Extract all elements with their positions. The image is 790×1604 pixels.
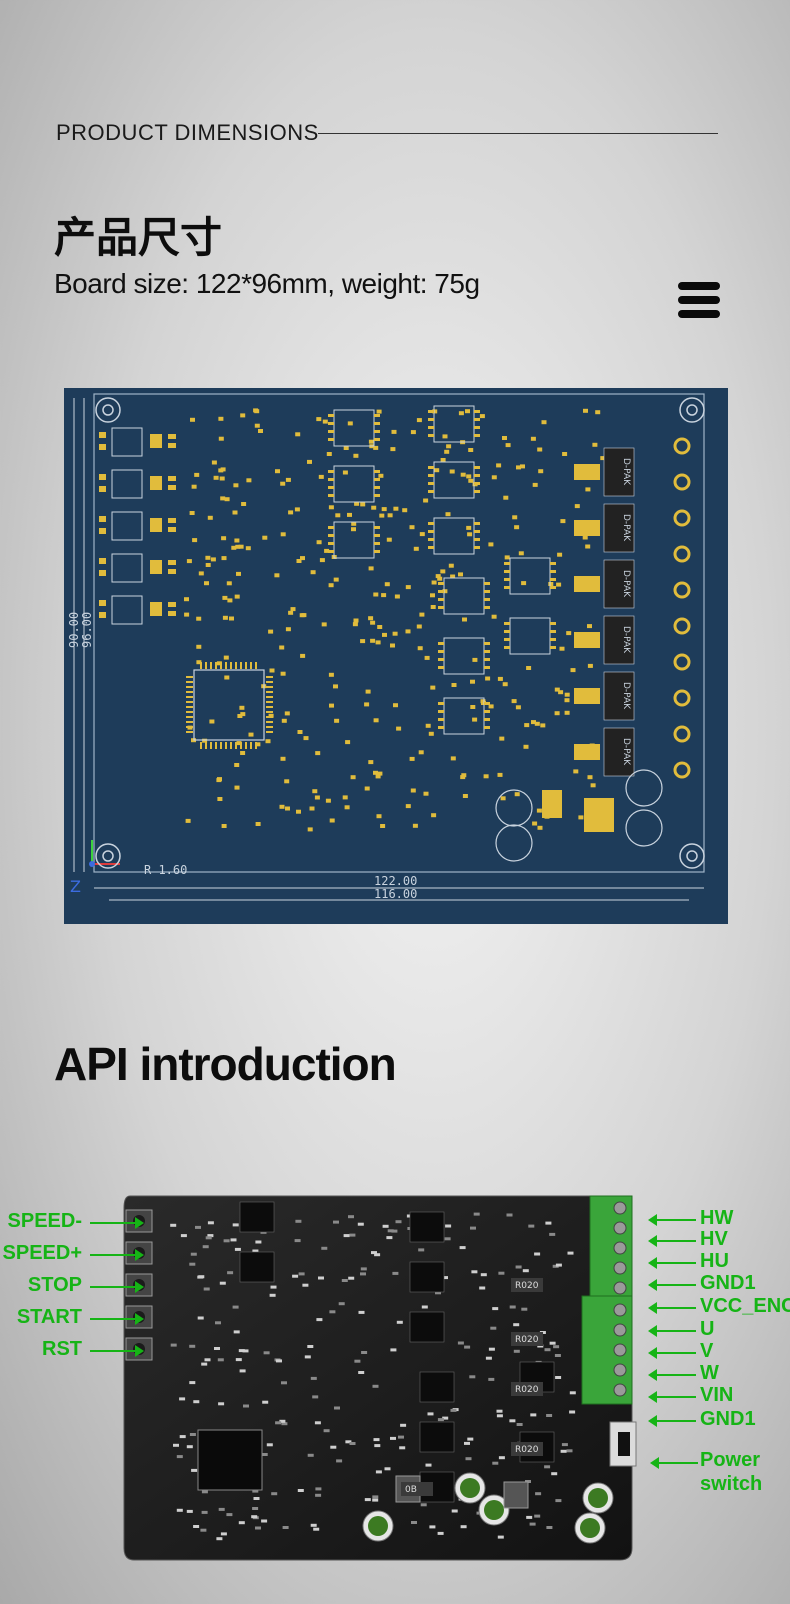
right-terminal-label: VIN (700, 1384, 734, 1406)
api-section-title: API introduction (54, 1038, 397, 1090)
right-terminal-label: GND1 (700, 1272, 756, 1294)
svg-text:R020: R020 (515, 1335, 539, 1345)
right-terminal-label: VCC_ENC (700, 1295, 790, 1317)
svg-text:D-PAK: D-PAK (621, 458, 631, 486)
left-port-label: SPEED- (7, 1210, 82, 1232)
power-switch-label: Power switch (700, 1448, 762, 1496)
dim-outer-width: 122.00 (374, 874, 417, 888)
right-terminal-arrow (648, 1415, 696, 1427)
right-terminal-arrow (648, 1391, 696, 1403)
svg-text:D-PAK: D-PAK (621, 626, 631, 654)
right-terminal-label: HV (700, 1228, 728, 1250)
power-label-line2: switch (700, 1473, 763, 1495)
left-port-label: SPEED+ (2, 1242, 82, 1264)
left-port-label: START (16, 1306, 82, 1328)
svg-text:0B: 0B (405, 1485, 417, 1495)
svg-text:D-PAK: D-PAK (621, 738, 631, 766)
page-title-cn: 产品尺寸 (54, 213, 223, 262)
svg-text:R020: R020 (515, 1281, 539, 1291)
left-port-label: STOP (27, 1274, 82, 1296)
radius-label: R 1.60 (144, 863, 187, 877)
right-terminal-arrow (648, 1257, 696, 1269)
svg-text:D-PAK: D-PAK (621, 682, 631, 710)
left-port-arrow (90, 1345, 144, 1357)
left-port-arrow (90, 1281, 144, 1293)
left-port-arrow (90, 1249, 144, 1261)
power-switch-arrow (650, 1457, 698, 1469)
dim-inner-width: 116.00 (374, 887, 417, 901)
svg-text:R020: R020 (515, 1445, 539, 1455)
right-terminal-label: V (700, 1340, 714, 1362)
right-terminal-label: HW (700, 1207, 734, 1229)
menu-icon[interactable] (678, 282, 720, 318)
pcb-dimension-drawing: 122.00 116.00 90.00 96.00 R 1.60 Z D-PAK… (64, 388, 728, 924)
axis-label: Z (70, 877, 81, 896)
right-terminal-arrow (648, 1235, 696, 1247)
board-outline (93, 393, 705, 873)
section-divider (318, 133, 718, 134)
dim-inner-height: 96.00 (80, 612, 94, 648)
power-label-line1: Power (700, 1449, 761, 1471)
left-port-label: RST (42, 1338, 82, 1360)
section-title: PRODUCT DIMENSIONS (56, 120, 319, 145)
right-terminal-arrow (648, 1369, 696, 1381)
board-size-text: Board size: 122*96mm, weight: 75g (54, 268, 480, 299)
right-terminal-arrow (648, 1214, 696, 1226)
right-terminal-arrow (648, 1325, 696, 1337)
left-port-arrow (90, 1313, 144, 1325)
left-port-arrow (90, 1217, 144, 1229)
right-terminal-label: GND1 (700, 1408, 756, 1430)
right-terminal-arrow (648, 1347, 696, 1359)
right-terminal-label: W (700, 1362, 719, 1384)
right-terminal-arrow (648, 1279, 696, 1291)
right-terminal-label: U (700, 1318, 715, 1340)
right-terminal-label: HU (700, 1250, 729, 1272)
svg-text:D-PAK: D-PAK (621, 514, 631, 542)
right-terminal-arrow (648, 1302, 696, 1314)
svg-text:D-PAK: D-PAK (621, 570, 631, 598)
dim-outer-height: 90.00 (67, 612, 81, 648)
svg-text:R020: R020 (515, 1385, 539, 1395)
